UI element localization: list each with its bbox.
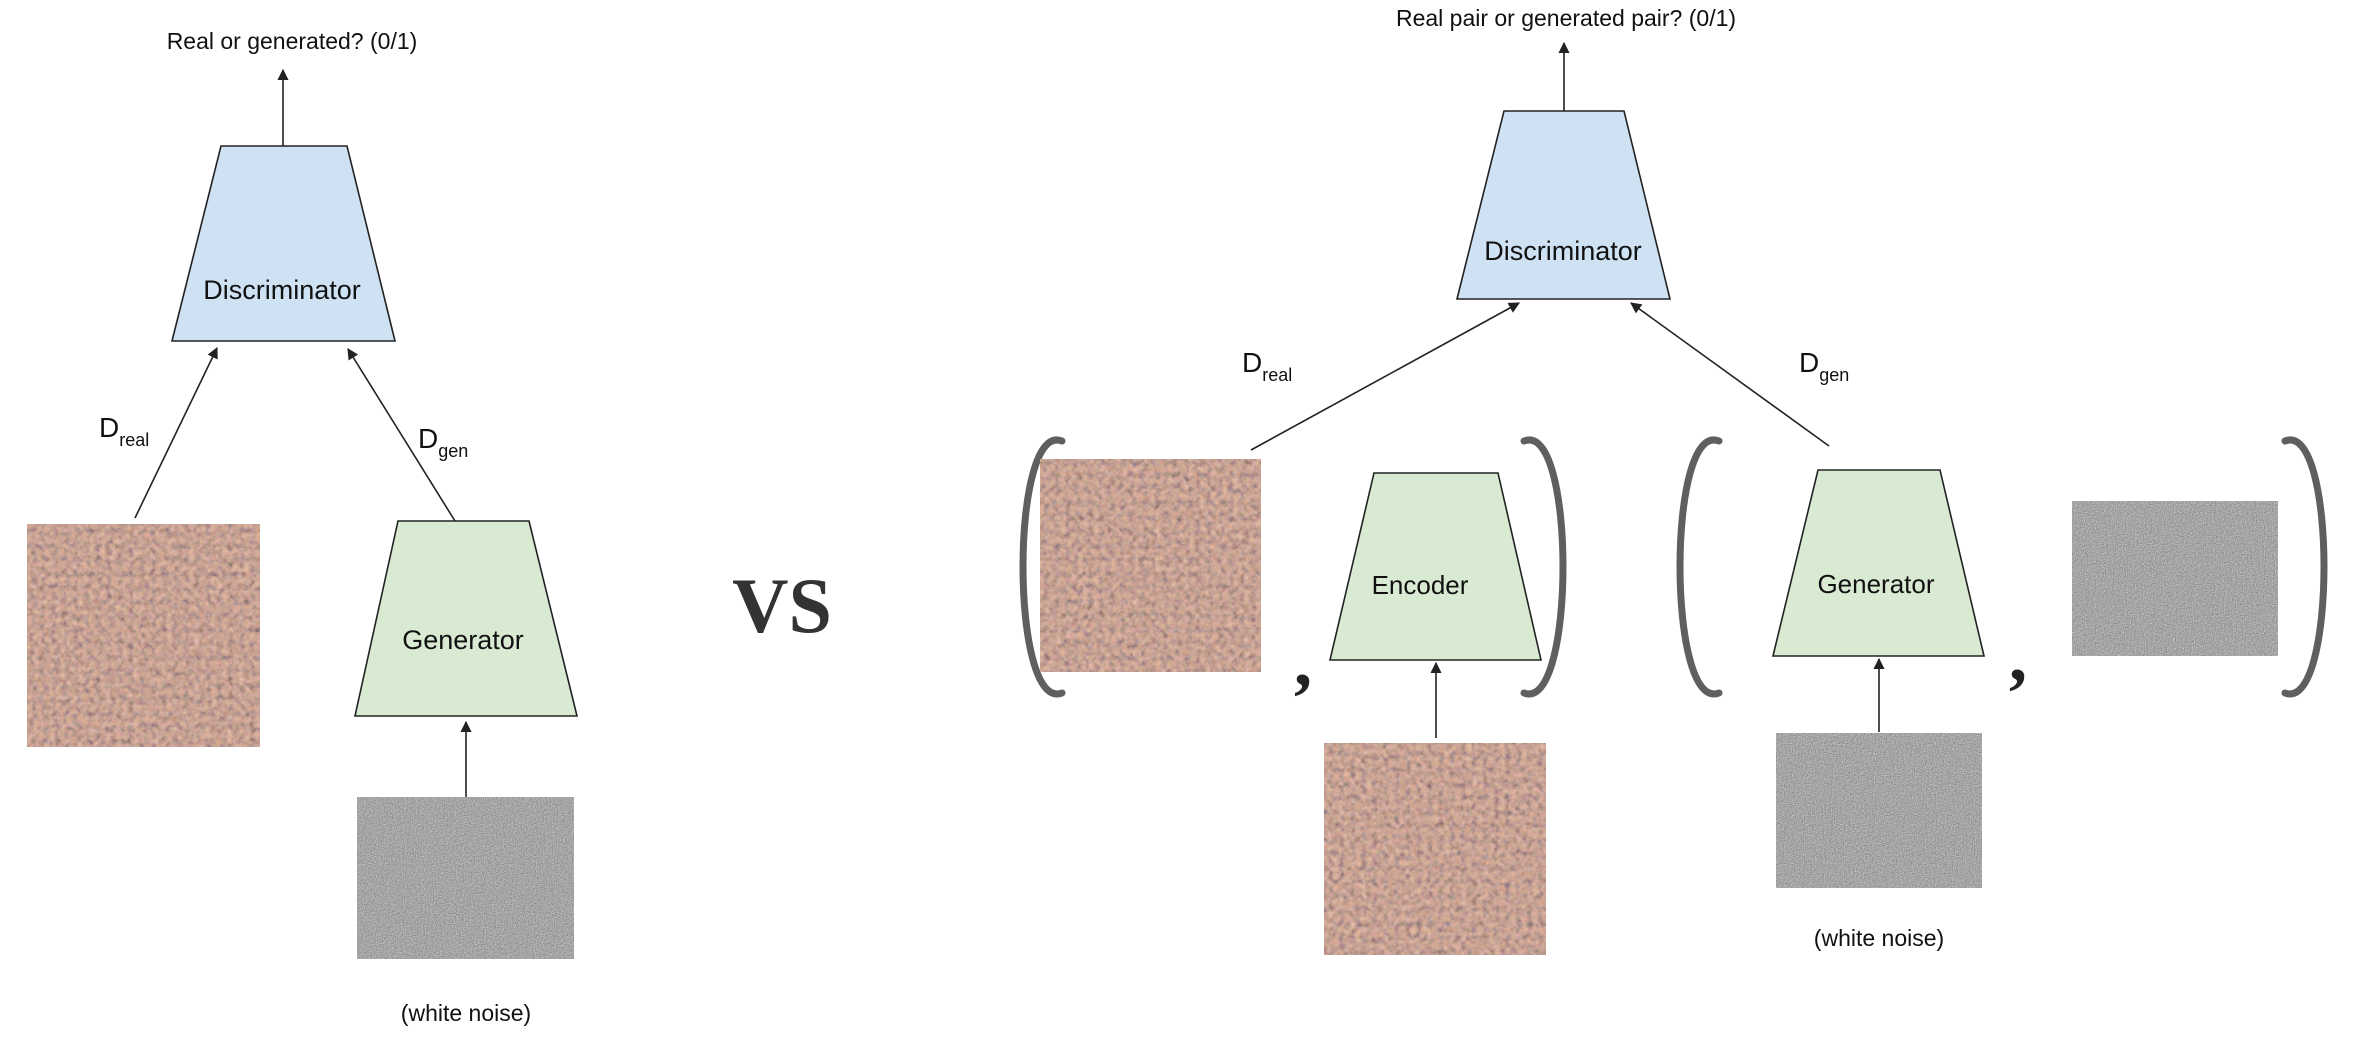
left-gan-diagram: Real or generated? (0/1) Discriminator D… [27,28,579,1026]
left-output-label: Real or generated? (0/1) [167,28,418,54]
right-generator-shape [1771,469,1986,657]
encoder-shape [1328,472,1543,661]
left-d-gen-arrow [347,348,456,522]
real-pair-left-bracket [1019,436,1066,698]
real-pair-comma: , [1294,621,1312,701]
right-d-gen-label: Dgen [1799,347,1849,385]
gen-pair-comma: , [2009,616,2027,696]
gen-pair-right-bracket [2281,436,2328,698]
right-bigan-diagram: Real pair or generated pair? (0/1) Discr… [1019,5,2328,955]
vs-separator: VS [732,562,832,649]
left-noise-caption: (white noise) [401,1000,531,1026]
real-pair-right-bracket [1520,436,1567,698]
left-face-mosaic-image [27,524,260,747]
encoder-input-face-mosaic-image [1324,743,1546,955]
right-d-gen-arrow [1630,302,1830,447]
gen-pair-white-noise-image [2072,501,2278,656]
right-discriminator-label: Discriminator [1484,236,1642,266]
left-generator-shape [354,520,579,717]
gen-pair-left-bracket [1676,436,1723,698]
left-white-noise-image [357,797,574,959]
left-d-real-label: Dreal [99,412,149,450]
right-d-real-label: Dreal [1242,347,1292,385]
left-d-real-arrow [134,346,218,519]
right-d-real-arrow [1250,302,1520,451]
left-d-gen-label: Dgen [418,423,468,461]
right-white-noise-image [1776,733,1982,888]
right-real-face-mosaic-image [1040,459,1261,672]
right-output-label: Real pair or generated pair? (0/1) [1396,5,1736,31]
encoder-label: Encoder [1372,570,1469,600]
right-discriminator-shape [1455,110,1672,300]
right-noise-caption: (white noise) [1814,925,1944,951]
left-generator-label: Generator [402,625,524,655]
right-generator-label: Generator [1817,569,1934,599]
left-discriminator-shape [170,145,397,342]
left-discriminator-label: Discriminator [203,275,361,305]
